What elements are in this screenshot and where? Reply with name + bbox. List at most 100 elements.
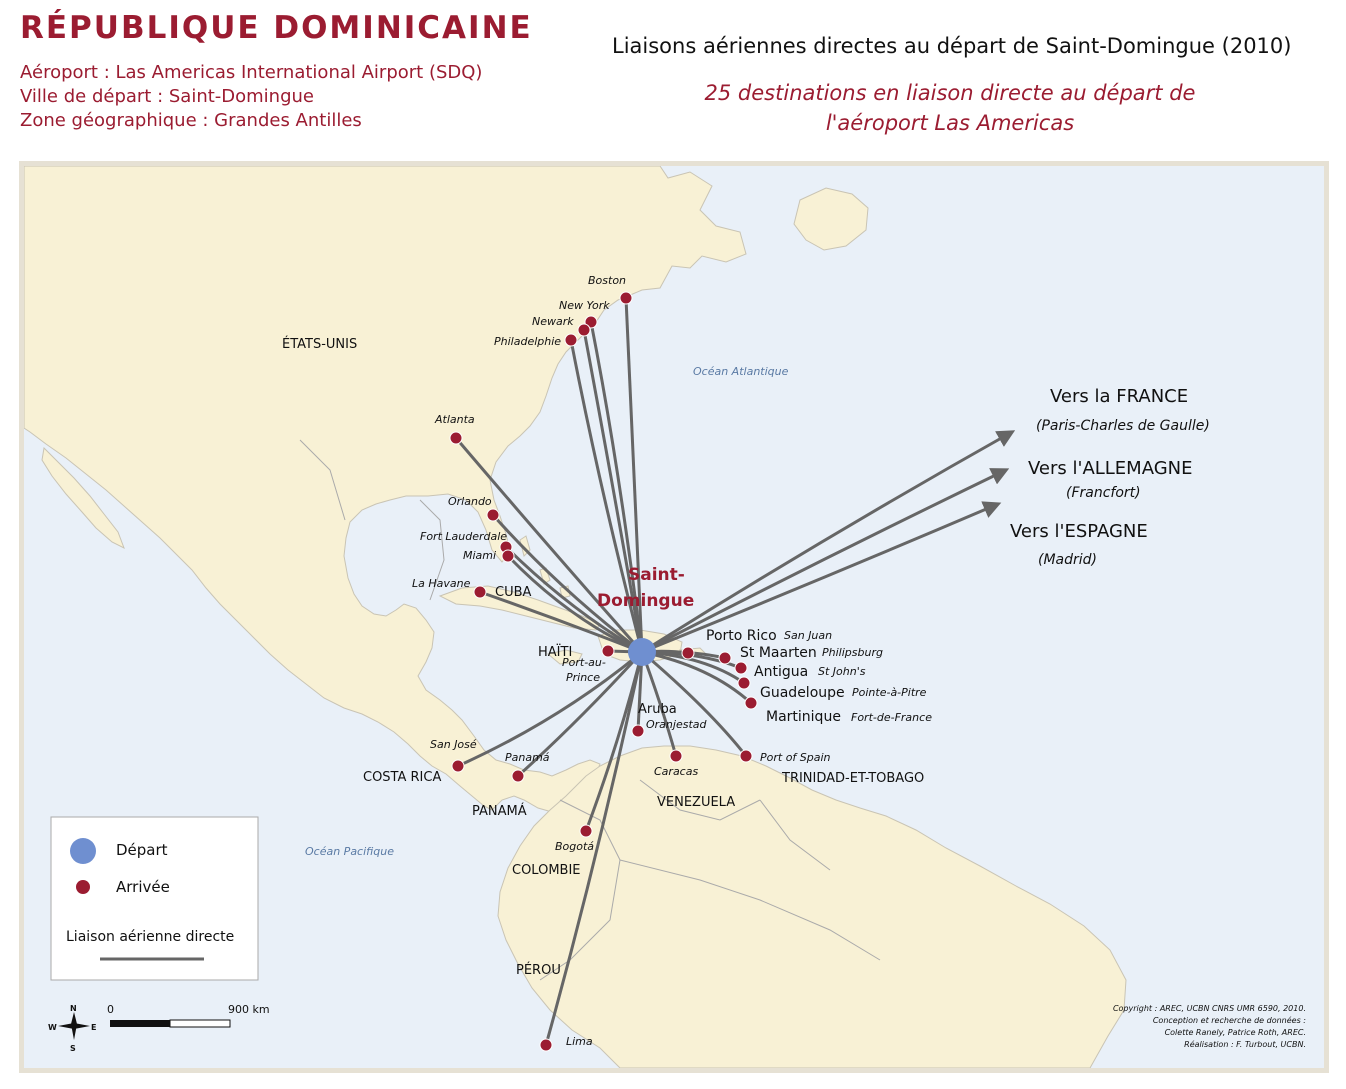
map-frame: Boston New York Newark Philadelphie Atla… [19,161,1329,1073]
label-venezuela: VENEZUELA [657,795,735,810]
svg-text:Réalisation : F. Turbout, UCBN: Réalisation : F. Turbout, UCBN. [1184,1039,1306,1049]
arrival-la-havane [473,585,487,599]
label-atlanta: Atlanta [434,413,475,426]
label-usa: ÉTATS-UNIS [282,336,357,352]
label-peru: PÉROU [516,962,561,978]
route-port-of-spain [641,650,748,757]
map-subtitle: 25 destinations en liaison directe au dé… [640,78,1260,138]
label-martinique: Martinique [766,709,841,725]
legend-route-label: Liaison aérienne directe [66,929,234,945]
legend: Départ Arrivée Liaison aérienne directe [50,816,259,981]
arrival-boston [619,291,633,305]
label-costa-rica: COSTA RICA [363,770,441,785]
arrival-panama [511,769,525,783]
land-baja [41,446,125,550]
country-title: RÉPUBLIQUE DOMINICAINE [20,10,533,46]
credits: Copyright : AREC, UCBN CNRS UMR 6590, 20… [1113,1004,1306,1049]
label-guadeloupe: Guadeloupe [760,685,845,701]
svg-text:Conception et recherche de don: Conception et recherche de données : [1153,1015,1306,1025]
arrival-atlanta [449,431,463,445]
route-allemagne [641,468,1010,654]
route-new-york [589,321,644,653]
label-vers-allemagne: Vers l'ALLEMAGNE [1028,458,1193,479]
route-philadelphie [569,339,644,653]
scale-end: 900 km [228,1003,270,1016]
label-cuba: CUBA [495,585,532,600]
label-lima: Lima [566,1035,593,1048]
arrival-san-juan [681,646,695,660]
label-aruba: Aruba [638,702,677,717]
scale-start: 0 [107,1003,114,1016]
label-vers-espagne: Vers l'ESPAGNE [1010,521,1148,542]
svg-text:S: S [70,1044,76,1053]
label-colombia: COLOMBIE [512,863,581,878]
map-title: Liaisons aériennes directes au départ de… [612,34,1292,58]
arrival-caracas [669,749,683,763]
origin-label-2: Domingue [597,591,694,611]
arrival-miami [501,549,515,563]
label-boston: Boston [588,274,626,287]
label-fort-de-france: Fort-de-France [851,711,932,724]
legend-departure-label: Départ [116,841,168,859]
label-vers-france: Vers la FRANCE [1050,386,1188,407]
svg-text:N: N [70,1004,77,1013]
label-pacific: Océan Pacifique [305,845,394,858]
label-port-of-spain: Port of Spain [760,751,831,764]
route-fort-de-france [641,650,753,705]
route-lima [544,651,644,1046]
arrival-newark [577,323,591,337]
subtitle-line-2: l'aéroport Las Americas [825,111,1075,135]
svg-text:W: W [48,1023,57,1032]
label-newark: Newark [532,315,574,328]
label-antigua: Antigua [754,664,808,680]
airport-line: Aéroport : Las Americas International Ai… [20,62,483,83]
label-puerto-rico: Porto Rico [706,628,777,644]
route-atlanta [454,437,644,653]
arrival-philipsburg [718,651,732,665]
label-atlantic: Océan Atlantique [693,365,789,378]
label-pointe-a-pitre: Pointe-à-Pitre [852,686,927,699]
route-france [641,430,1016,654]
legend-arrival-label: Arrivée [116,878,170,896]
arrival-fort-de-france [744,696,758,710]
route-fort-lauderdale [504,545,643,654]
route-espagne [641,501,1002,654]
label-trinidad: TRINIDAD-ET-TOBAGO [781,771,924,786]
zone-line: Zone géographique : Grandes Antilles [20,110,362,131]
city-line: Ville de départ : Saint-Domingue [20,86,315,107]
arrival-san-jose [451,759,465,773]
arrival-st-johns [734,661,748,675]
label-st-johns: St John's [818,665,866,678]
arrival-philadelphie [564,333,578,347]
arrival-bogota [579,824,593,838]
label-madrid: (Madrid) [1038,552,1097,568]
land-newfoundland [793,187,869,251]
subtitle-line-1: 25 destinations en liaison directe au dé… [704,81,1196,105]
label-fort-lauderdale: Fort Lauderdale [420,530,507,543]
label-la-havane: La Havane [412,577,471,590]
arrival-oranjestad [631,724,645,738]
route-panama [516,650,644,778]
arrival-lima [539,1038,553,1052]
land-jamaica [546,649,583,665]
svg-text:E: E [91,1023,96,1032]
route-san-jose [457,650,643,768]
label-orlando: Orlando [448,495,492,508]
label-bogota: Bogotá [555,840,594,853]
label-port-au-prince-2: Prince [566,671,600,684]
label-oranjestad: Oranjestad [646,718,708,731]
label-new-york: New York [559,299,610,312]
arrival-port-of-spain [739,749,753,763]
legend-departure-symbol [70,838,96,864]
label-port-au-prince-1: Port-au- [562,656,606,669]
svg-text:Copyright : AREC, UCBN CNRS UM: Copyright : AREC, UCBN CNRS UMR 6590, 20… [1113,1004,1306,1013]
label-panama-country: PANAMÁ [472,803,527,819]
label-caracas: Caracas [654,765,698,778]
origin-label-1: Saint- [628,565,685,585]
arrival-port-au-prince [601,644,615,658]
compass-rose: N S W E [48,1004,96,1053]
label-philadelphie: Philadelphie [494,335,561,348]
departure-point [628,638,656,666]
route-la-havane [479,590,643,654]
svg-text:Colette Ranely, Patrice Roth,: Colette Ranely, Patrice Roth, AREC. [1165,1028,1306,1037]
